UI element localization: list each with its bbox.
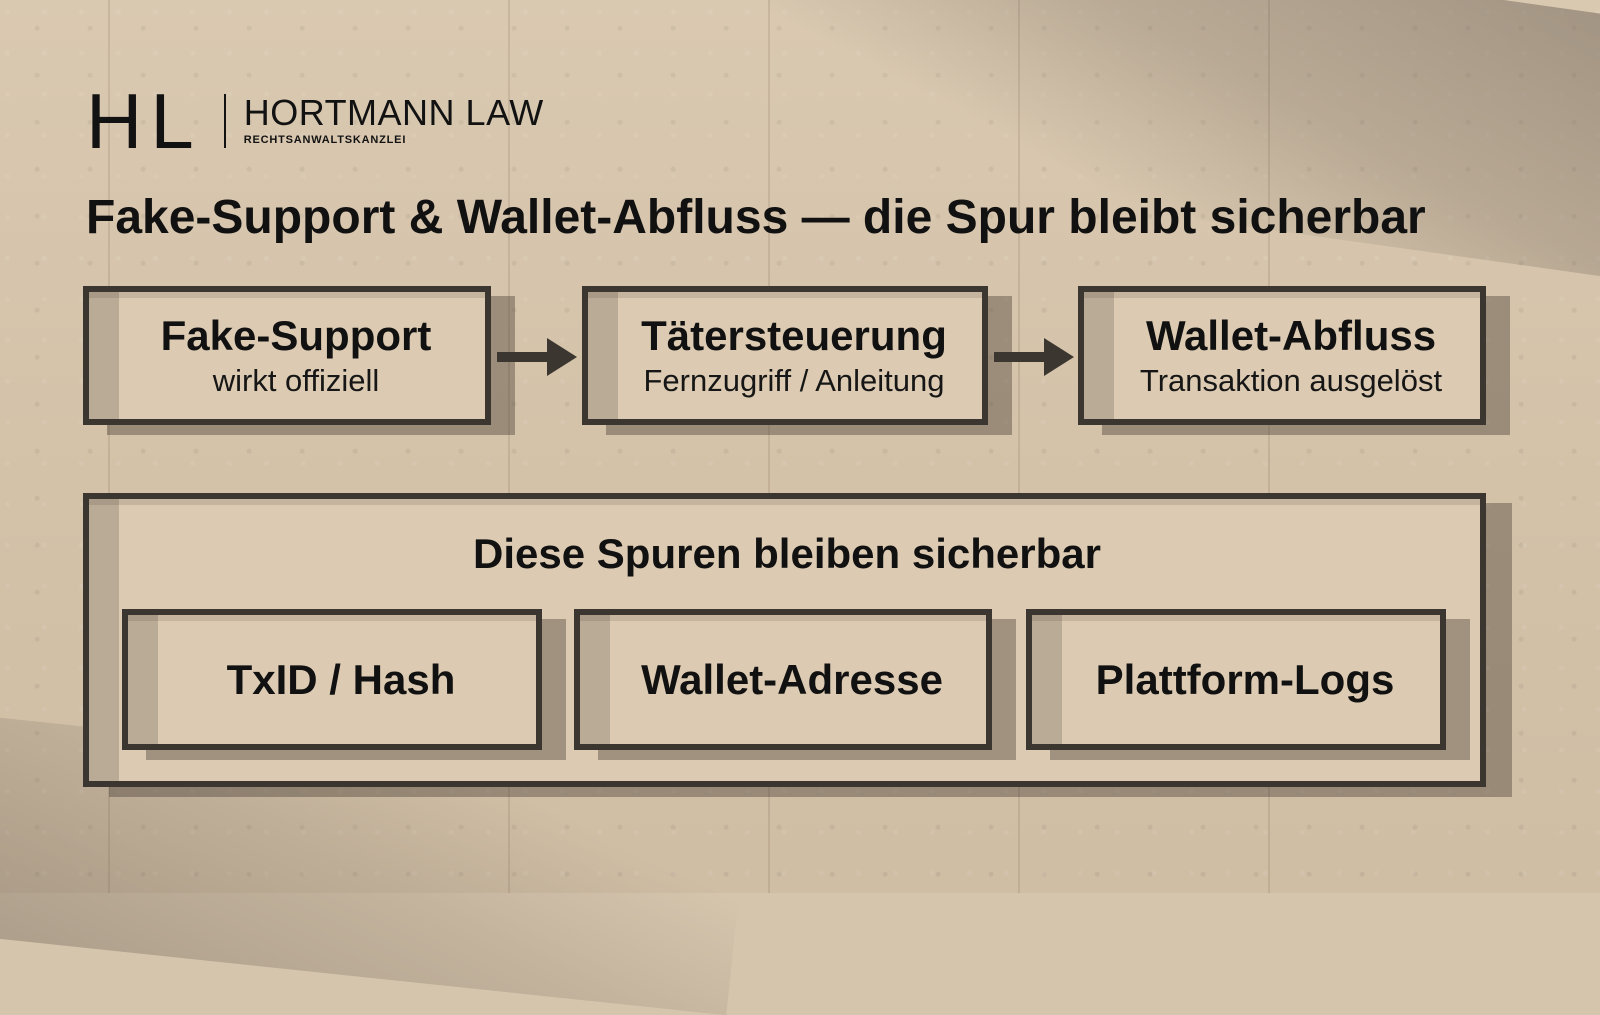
traces-section-title: Diese Spuren bleiben sicherbar [473,530,1101,577]
flow-step-taetersteuerung: Tätersteuerung Fernzugriff / Anleitung [582,286,988,425]
logo-divider [223,94,226,148]
page-headline: Fake-Support & Wallet-Abfluss — die Spur… [86,191,1426,244]
wall-panel-seam [1268,0,1270,893]
trace-item-txid: TxID / Hash [122,609,542,750]
trace-item-platform-logs: Plattform-Logs [1026,609,1446,750]
wall-panel-seam [108,0,110,893]
flow-step-subtitle: Fernzugriff / Anleitung [643,362,945,398]
wall-panel-seam [768,0,770,893]
wall-panel-seam [1018,0,1020,893]
brand-logo: HL HORTMANN LAW RECHTSANWALTSKANZLEI [86,82,544,160]
logo-company-name: HORTMANN LAW [243,92,544,133]
flow-step-fake-support: Fake-Support wirkt offiziell [83,286,491,425]
wall-panel-seam [508,0,510,893]
flow-step-title: Fake-Support [160,311,432,359]
flow-step-subtitle: Transaktion ausgelöst [1139,362,1443,398]
logo-text-block: HORTMANN LAW RECHTSANWALTSKANZLEI [244,94,544,148]
logo-monogram: HL [86,77,202,165]
trace-item-label: Plattform-Logs [1095,655,1395,703]
flow-step-title: Tätersteuerung [641,311,947,359]
flow-step-wallet-abfluss: Wallet-Abfluss Transaktion ausgelöst [1078,286,1486,425]
logo-subtitle: RECHTSANWALTSKANZLEI [243,134,407,146]
trace-item-label: TxID / Hash [226,655,456,703]
trace-item-label: Wallet-Adresse [641,655,943,703]
flow-step-title: Wallet-Abfluss [1145,311,1437,359]
flow-step-subtitle: wirkt offiziell [212,362,380,398]
flow-arrow-icon [497,338,577,376]
trace-item-wallet-address: Wallet-Adresse [574,609,992,750]
flow-arrow-icon [994,338,1074,376]
